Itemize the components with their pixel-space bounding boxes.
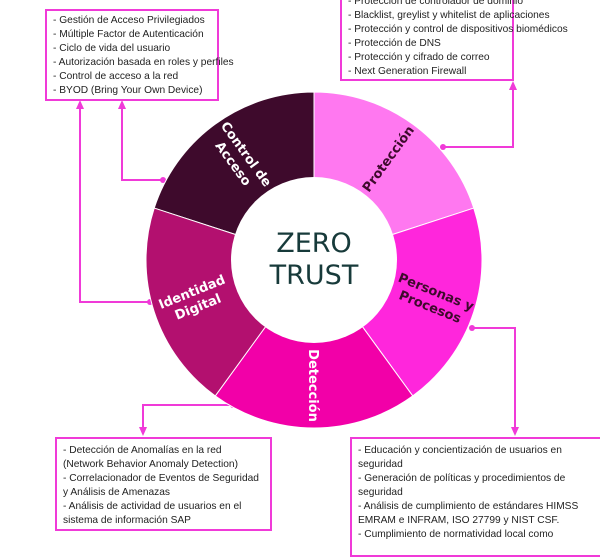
connector-dot	[440, 144, 446, 150]
connector-dot	[160, 177, 166, 183]
center-title-line1: ZERO	[276, 228, 352, 259]
segment-label-line: Detección	[305, 349, 320, 422]
box-item: - Análisis de actividad de usuarios en e…	[63, 501, 242, 526]
box-control-acceso: - Gestión de Acceso Privilegiados - Múlt…	[45, 9, 234, 101]
box-deteccion: - Detección de Anomalías en la red (Netw…	[55, 437, 272, 531]
center-title-line2: TRUST	[269, 260, 359, 291]
box-item: - Protección y control de dispositivos b…	[348, 24, 568, 35]
box-item: - Protección de controlador de dominio	[348, 0, 523, 7]
connectors	[76, 81, 519, 436]
connector-dot	[469, 325, 475, 331]
box-item: - BYOD (Bring Your Own Device)	[53, 85, 203, 96]
box-item: - Next Generation Firewall	[348, 66, 467, 77]
arrowhead-icon	[118, 100, 126, 109]
box-item: - Análisis de cumplimiento de estándares…	[358, 501, 579, 526]
box-item: - Cumplimiento de normatividad local com…	[358, 529, 554, 540]
arrowhead-icon	[76, 100, 84, 109]
connector-deteccion	[139, 402, 236, 436]
box-item: - Protección de DNS	[348, 38, 441, 49]
box-item: - Detección de Anomalías en la red (Netw…	[63, 445, 238, 470]
connector-personas-procesos	[469, 325, 519, 436]
arrowhead-icon	[509, 81, 517, 90]
box-item: - Blacklist, greylist y whitelist de apl…	[348, 10, 550, 21]
box-item: - Gestión de Acceso Privilegiados	[53, 15, 205, 26]
box-personas-procesos: - Educación y concientización de usuario…	[350, 437, 600, 557]
box-item: - Ciclo de vida del usuario	[53, 43, 171, 54]
box-item: - Autorización basada en roles y perfile…	[53, 57, 234, 68]
arrowhead-icon	[511, 427, 519, 436]
connector-proteccion	[440, 81, 517, 150]
box-item: - Protección y cifrado de correo	[348, 52, 490, 63]
arrowhead-icon	[139, 427, 147, 436]
connector-identidad-digital	[76, 100, 153, 305]
connector-control-acceso	[118, 100, 166, 183]
box-proteccion: - Protección de controlador de dominio -…	[340, 0, 568, 81]
wheel	[145, 91, 483, 429]
box-item: - Correlacionador de Eventos de Segurida…	[63, 473, 259, 498]
box-item: - Control de acceso a la red	[53, 71, 179, 82]
box-item: - Educación y concientización de usuario…	[358, 445, 562, 470]
segment-label-deteccion: Detección	[305, 349, 320, 422]
center-circle	[231, 177, 397, 343]
box-item: - Generación de políticas y procedimient…	[358, 473, 566, 498]
box-item: - Múltiple Factor de Autenticación	[53, 29, 204, 40]
